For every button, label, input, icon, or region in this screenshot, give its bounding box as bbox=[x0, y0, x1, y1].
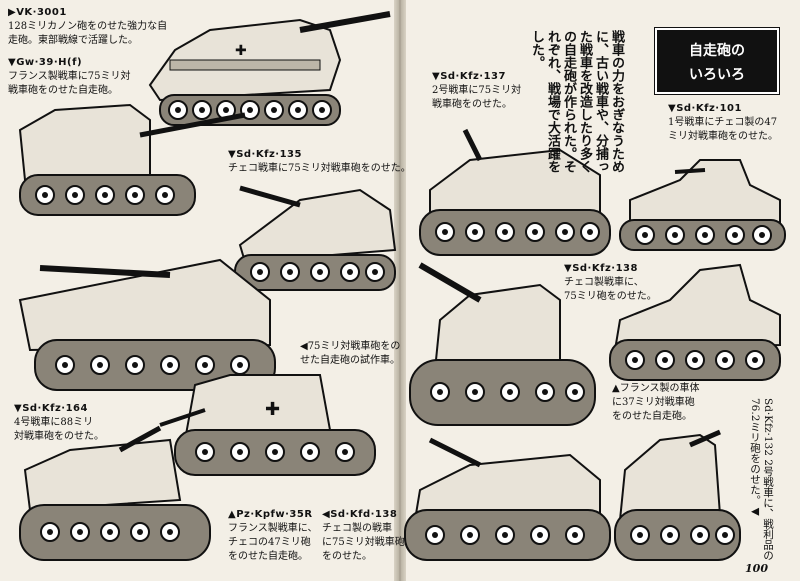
caption-line: ◀75ミリ対戦車砲をの bbox=[300, 341, 401, 352]
caption-line: をのせた。 bbox=[322, 551, 372, 562]
caption-line: 1号戦車にチェコ製の47 bbox=[668, 117, 778, 128]
caption-sdkfz101: ▼Sd·Kfz·101 1号戦車にチェコ製の47 ミリ対戦車砲をのせた。 bbox=[668, 102, 778, 144]
tank-sdkfz164-icon bbox=[19, 425, 211, 561]
caption-line: チェコ戦車に75ミリ対戦車砲をのせた。 bbox=[228, 163, 411, 174]
caption-line: ミリ対戦車砲をのせた。 bbox=[668, 131, 778, 142]
caption-title: ▶VK·3001 bbox=[8, 7, 67, 18]
caption-sdkfz132: Sd·Kfz·132 2号戦車に、戦利品の76.2ミリ砲をのせた。◀ bbox=[749, 398, 774, 561]
tank-prototype75-icon bbox=[18, 258, 276, 391]
tank-vk3001-icon: ✚ bbox=[148, 11, 391, 126]
caption-line: せた自走砲の試作車。 bbox=[300, 355, 400, 366]
caption-title: ▼Sd·Kfz·135 bbox=[228, 149, 302, 160]
caption-vk3001: ▶VK·3001 128ミリカノン砲をのせた強力な自 走砲。東部戦線で活躍した。 bbox=[8, 6, 167, 48]
svg-text:✚: ✚ bbox=[265, 399, 280, 420]
page-title-box: 自走砲の いろいろ bbox=[655, 28, 779, 94]
caption-line: 75ミリ砲をのせた。 bbox=[564, 291, 657, 302]
caption-french-chassis: ▲フランス製の車体 に37ミリ対戦車砲 をのせた自走砲。 bbox=[612, 382, 700, 424]
caption-title: ▼Sd·Kfz·137 bbox=[432, 71, 506, 82]
tank-french-chassis-icon bbox=[609, 263, 781, 381]
caption-title: ▼Gw·39·H(f) bbox=[8, 57, 83, 68]
caption-prototype75: ◀75ミリ対戦車砲をの せた自走砲の試作車。 bbox=[300, 340, 400, 368]
caption-line: 128ミリカノン砲をのせた強力な自 bbox=[8, 21, 168, 32]
page-title-line2: いろいろ bbox=[689, 67, 745, 83]
caption-title: ▼Sd·Kfz·164 bbox=[14, 403, 88, 414]
caption-line: 2号戦車に75ミリ対 bbox=[432, 85, 522, 96]
caption-sdkfz135: ▼Sd·Kfz·135 チェコ戦車に75ミリ対戦車砲をのせた。 bbox=[228, 148, 411, 176]
caption-line: フランス製戦車に75ミリ対 bbox=[8, 71, 131, 82]
caption-title: ◀Sd·Kfd·138 bbox=[322, 509, 398, 520]
tank-sdkfd138-icon bbox=[404, 437, 611, 561]
page-title-line1: 自走砲の bbox=[689, 43, 745, 59]
caption-line: ▲フランス製の車体 bbox=[612, 383, 700, 394]
tank-pzkpfw35r-icon: ✚ bbox=[159, 374, 376, 476]
caption-sdkfz138: ▼Sd·Kfz·138 チェコ製戦車に、 75ミリ砲をのせた。 bbox=[564, 262, 657, 304]
caption-gw39h: ▼Gw·39·H(f) フランス製戦車に75ミリ対 戦車砲をのせた自走砲。 bbox=[8, 56, 131, 98]
caption-line: に75ミリ対戦車砲 bbox=[322, 537, 405, 548]
tank-gw39h-icon bbox=[18, 103, 246, 216]
caption-line: 戦車砲をのせた。 bbox=[432, 99, 512, 110]
caption-title: ▼Sd·Kfz·101 bbox=[668, 103, 742, 114]
tank-sdkfz135-icon bbox=[234, 185, 397, 291]
caption-line: チェコ製戦車に、 bbox=[564, 277, 644, 288]
caption-title: ▲Pz·Kpfw·35R bbox=[228, 509, 313, 520]
caption-line: 対戦車砲をのせた。 bbox=[14, 431, 104, 442]
tank-sdkfz132-icon bbox=[614, 429, 741, 561]
caption-title: ▼Sd·Kfz·138 bbox=[564, 263, 638, 274]
caption-sdkfz164: ▼Sd·Kfz·164 4号戦車に88ミリ 対戦車砲をのせた。 bbox=[14, 402, 104, 444]
tank-sdkfz137-icon bbox=[419, 128, 611, 256]
book-gutter bbox=[394, 0, 406, 581]
page-number: 100 bbox=[745, 562, 768, 575]
tank-sdkfz101-icon bbox=[619, 159, 786, 251]
caption-pzkpfw35r: ▲Pz·Kpfw·35R フランス製戦車に、 チェコの47ミリ砲 をのせた自走砲… bbox=[228, 508, 318, 564]
svg-text:✚: ✚ bbox=[235, 43, 247, 59]
caption-line: に37ミリ対戦車砲 bbox=[612, 397, 695, 408]
caption-line: 戦車砲をのせた自走砲。 bbox=[8, 85, 118, 96]
caption-sdkfz137: ▼Sd·Kfz·137 2号戦車に75ミリ対 戦車砲をのせた。 bbox=[432, 70, 521, 112]
caption-line: チェコの47ミリ砲 bbox=[228, 537, 311, 548]
caption-line: 走砲。東部戦線で活躍した。 bbox=[8, 35, 138, 46]
intro-text: 戦車の力をおぎなうために、古い戦車や、分捕った戦車を改造したり多くの自走砲が作ら… bbox=[529, 30, 624, 173]
tank-sdkfz138-icon bbox=[409, 262, 596, 426]
caption-line: をのせた自走砲。 bbox=[612, 411, 692, 422]
caption-sdkfd138: ◀Sd·Kfd·138 チェコ製の戦車 に75ミリ対戦車砲 をのせた。 bbox=[322, 508, 405, 564]
caption-line: フランス製戦車に、 bbox=[228, 523, 318, 534]
caption-line: チェコ製の戦車 bbox=[322, 523, 392, 534]
caption-line: 4号戦車に88ミリ bbox=[14, 417, 94, 428]
caption-line: をのせた自走砲。 bbox=[228, 551, 308, 562]
